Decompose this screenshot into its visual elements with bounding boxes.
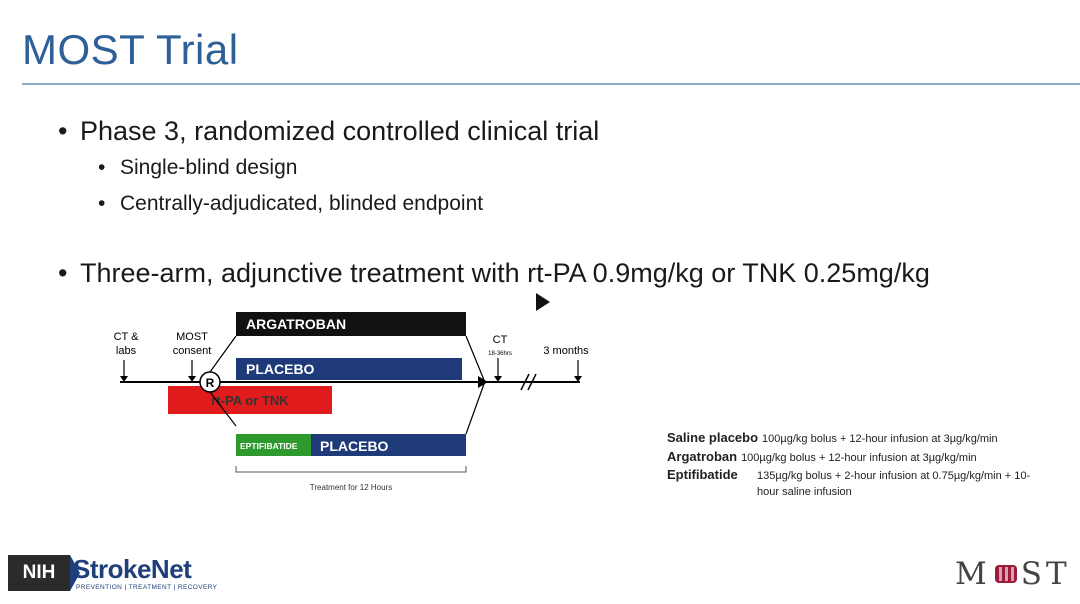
- arm-eptifibatide-placebo-label: PLACEBO: [320, 438, 389, 454]
- bullet-phase3: Phase 3, randomized controlled clinical …: [58, 112, 1060, 150]
- ct-label: CT: [493, 334, 508, 346]
- dose-saline-text: 100µg/kg bolus + 12-hour infusion at 3µg…: [762, 433, 998, 445]
- randomize-label: R: [206, 376, 215, 390]
- most-logo: M ST: [955, 556, 1071, 592]
- strokenet-tagline: PREVENTION | TREATMENT | RECOVERY: [76, 584, 218, 591]
- bullet-three-arm: Three-arm, adjunctive treatment with rt-…: [58, 254, 1060, 292]
- treatment-bracket: [235, 466, 467, 473]
- bullet-list: Phase 3, randomized controlled clinical …: [58, 112, 1060, 292]
- arm-eptifibatide: [236, 434, 311, 456]
- dose-argatroban-text: 100µg/kg bolus + 12-hour infusion at 3µg…: [741, 452, 977, 464]
- ct-hours-label: 18-36hrs: [488, 351, 512, 357]
- lytic-bar: [168, 386, 332, 414]
- randomize-circle-icon: [199, 371, 221, 393]
- nih-logo-arrow: [70, 555, 80, 591]
- dose-eptifibatide-label: Eptifibatide: [667, 467, 738, 482]
- slide-title: MOST Trial: [22, 26, 239, 73]
- arm-placebo: [236, 358, 462, 380]
- ct-labs-label-1: CT &: [114, 331, 140, 343]
- dose-saline-label: Saline placebo: [667, 430, 759, 445]
- dose-eptifibatide: Eptifibatide 135µg/kg bolus + 2-hour infu…: [667, 467, 1031, 500]
- lytic-label: rt-PA or TNK: [211, 393, 289, 408]
- strokenet-logo: StrokeNet: [73, 554, 192, 584]
- ct-labs-label-2: labs: [116, 345, 137, 357]
- most-consent-label-2: consent: [173, 345, 212, 357]
- dose-eptifibatide-text: 135µg/kg bolus + 2-hour infusion at 0.75…: [757, 470, 1031, 482]
- most-logo-st: ST: [1020, 556, 1071, 592]
- treatment-label: Treatment for 12 Hours: [310, 483, 392, 492]
- arm-argatroban-label: ARGATROBAN: [246, 316, 346, 332]
- bullet-single-blind: Single-blind design: [60, 150, 1060, 186]
- nih-logo: NIH: [8, 555, 70, 591]
- timeline-break: [520, 373, 530, 391]
- arm-eptifibatide-placebo: [311, 434, 466, 456]
- arm-placebo-label: PLACEBO: [246, 361, 315, 377]
- title-divider: [22, 83, 1080, 85]
- most-emblem-icon: [994, 565, 1017, 583]
- arm-argatroban: [236, 312, 466, 336]
- play-icon[interactable]: [536, 293, 550, 311]
- dose-eptifibatide-text2: hour saline infusion: [757, 486, 852, 498]
- trial-design-diagram: CT & labs MOST consent rt-PA or TNK R AR…: [114, 312, 589, 492]
- bullet-endpoint: Centrally-adjudicated, blinded endpoint: [60, 186, 1060, 222]
- arm-eptifibatide-label: EPTIFIBATIDE: [240, 441, 298, 451]
- most-logo-m: M: [955, 556, 991, 592]
- dose-argatroban-label: Argatroban: [667, 449, 738, 464]
- three-months-label: 3 months: [543, 345, 589, 357]
- most-consent-label-1: MOST: [176, 331, 208, 343]
